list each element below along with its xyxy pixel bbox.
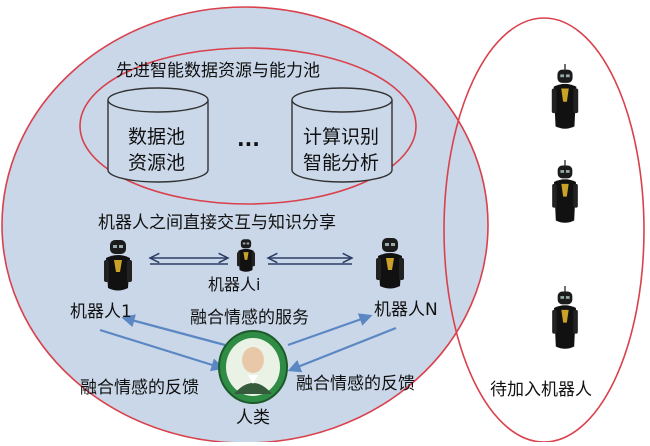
data-pool-cylinder xyxy=(107,87,209,183)
waiting-robot-1-icon xyxy=(551,64,579,129)
arrow-feedback-robot1-to-human xyxy=(99,328,225,372)
feedback-right-label: 融合情感的反馈 xyxy=(296,374,415,394)
waiting-robot-2-icon xyxy=(552,160,578,223)
compute-label-line2: 智能分析 xyxy=(303,152,380,174)
robot-1-label: 机器人1 xyxy=(70,302,132,322)
robot-1-icon xyxy=(104,240,132,291)
arrow-service-to-robotn xyxy=(287,313,373,347)
interaction-title: 机器人之间直接交互与知识分享 xyxy=(98,213,336,233)
feedback-left-label: 融合情感的反馈 xyxy=(80,378,199,398)
compute-label-line1: 计算识别 xyxy=(303,126,380,148)
resource-pool-ellipse xyxy=(79,47,417,205)
arrow-service-to-robot1 xyxy=(121,314,226,347)
waiting-robots-label: 待加入机器人 xyxy=(490,380,592,400)
robot-n-icon xyxy=(376,238,404,289)
data-pool-label-line2: 资源池 xyxy=(128,152,186,174)
robot-i-label: 机器人i xyxy=(208,275,261,294)
robot-i-icon xyxy=(237,239,255,272)
double-arrow-right xyxy=(268,258,352,265)
pool-ellipsis: ··· xyxy=(237,132,260,156)
data-pool-label-line1: 数据池 xyxy=(128,126,186,148)
arrow-feedback-robotn-to-human xyxy=(287,326,397,373)
waiting-robot-3-icon xyxy=(552,286,578,349)
robot-n-label: 机器人N xyxy=(374,300,438,320)
service-label: 融合情感的服务 xyxy=(190,308,309,328)
human-portrait-icon xyxy=(218,330,288,404)
pool-title: 先进智能数据资源与能力池 xyxy=(116,61,320,81)
compute-analysis-cylinder xyxy=(291,87,393,183)
human-label: 人类 xyxy=(236,408,270,428)
double-arrow-left xyxy=(150,258,228,265)
